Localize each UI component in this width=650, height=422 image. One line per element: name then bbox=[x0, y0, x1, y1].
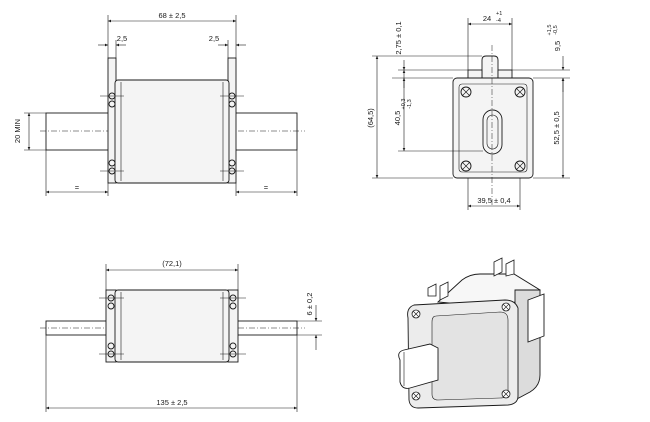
right-blade bbox=[229, 112, 298, 151]
fuse-body bbox=[114, 79, 230, 184]
front-view-top: 68 ± 2,5 2,5 2,5 20 MIN = = bbox=[13, 11, 305, 196]
fuse-body-bottom bbox=[114, 289, 230, 363]
dim-overall-length: 135 ± 2,5 bbox=[156, 398, 187, 407]
dim-inner-height-tol-lower: -1,3 bbox=[407, 99, 413, 108]
dim-width-68: 68 ± 2,5 bbox=[158, 11, 185, 20]
dim-right-offset: 2,5 bbox=[209, 34, 219, 43]
top-tab bbox=[481, 55, 499, 79]
isometric-view bbox=[398, 257, 545, 409]
dim-overall-height: (64,5) bbox=[366, 108, 375, 128]
dim-body-width: (72,1) bbox=[162, 259, 182, 268]
dim-blade-min: 20 MIN bbox=[13, 119, 22, 143]
front-view-bottom: (72,1) 6 ± 0,2 135 ± 2,5 bbox=[40, 259, 322, 412]
dim-top-offset: 2,75 ± 0,1 bbox=[394, 21, 403, 54]
side-plate bbox=[452, 77, 534, 179]
screws-front-top bbox=[100, 92, 244, 175]
side-view: 24 +1 -4 2,75 ± 0,1 (64,5) 40,5 +0,3 -1,… bbox=[366, 11, 570, 210]
slot-hole bbox=[482, 109, 503, 155]
dim-top-width: 24 bbox=[483, 14, 491, 23]
dim-top-width-tol-upper: +1 bbox=[496, 11, 502, 17]
iso-right-blade bbox=[527, 293, 545, 343]
dim-right-top: 9,5 bbox=[553, 41, 562, 51]
dim-inner-height: 40,5 bbox=[393, 111, 402, 126]
dim-right-height: 52,5 ± 0,5 bbox=[552, 111, 561, 144]
screws-front-bottom bbox=[99, 294, 246, 358]
equal-mark-right: = bbox=[264, 183, 269, 192]
dim-right-top-tol-lower: -0,5 bbox=[553, 25, 559, 34]
dim-bottom-width: 39,5 ± 0,4 bbox=[477, 196, 510, 205]
left-blade bbox=[45, 112, 117, 151]
iso-front-blade bbox=[398, 343, 439, 389]
screws-iso bbox=[411, 302, 511, 401]
screws-side bbox=[460, 86, 526, 172]
dim-top-width-tol-lower: -4 bbox=[496, 18, 501, 24]
dim-blade-thickness: 6 ± 0,2 bbox=[305, 293, 314, 316]
dim-inner-height-tol-upper: +0,3 bbox=[401, 99, 407, 110]
equal-mark-left: = bbox=[75, 183, 80, 192]
dim-right-top-tol-upper: +1,5 bbox=[547, 25, 553, 36]
dim-left-offset: 2,5 bbox=[117, 34, 127, 43]
